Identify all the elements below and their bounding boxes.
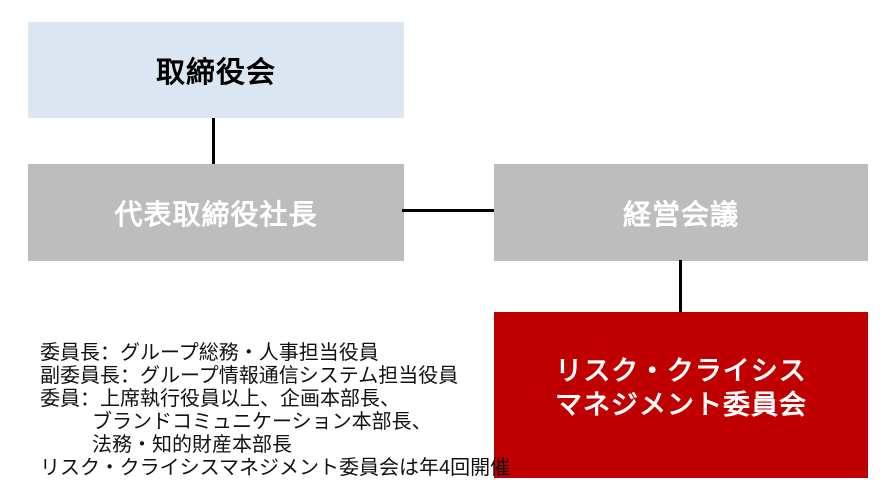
node-management-meeting: 経営会議 <box>494 164 868 261</box>
node-risk-crisis-management-committee-label-line1: リスク・クライシス <box>555 356 807 386</box>
committee-notes: 委員長：グループ総務・人事担当役員 副委員長：グループ情報通信システム担当役員 … <box>40 342 511 480</box>
node-representative-director-president: 代表取締役社長 <box>28 164 404 261</box>
note-vice-chairperson: 副委員長：グループ情報通信システム担当役員 <box>40 365 459 387</box>
node-board-of-directors: 取締役会 <box>28 22 404 118</box>
node-board-of-directors-label: 取締役会 <box>155 57 276 89</box>
note-members-continued-1: ブランドコミュニケーション本部長、 <box>92 411 432 433</box>
connector-president-to-management-meeting <box>402 209 495 212</box>
note-chairperson: 委員長：グループ総務・人事担当役員 <box>40 342 379 364</box>
connector-management-meeting-to-risk-committee <box>679 260 682 312</box>
node-representative-director-president-label: 代表取締役社長 <box>114 198 318 230</box>
connector-board-to-president <box>212 118 215 165</box>
note-meeting-frequency: リスク・クライシスマネジメント委員会は年4回開催 <box>40 457 511 479</box>
node-management-meeting-label: 経営会議 <box>622 198 739 230</box>
note-members-continued-2: 法務・知的財産本部長 <box>92 434 292 456</box>
note-members: 委員：上席執行役員以上、企画本部長、 <box>40 388 400 410</box>
node-risk-crisis-management-committee: リスク・クライシス マネジメント委員会 <box>494 312 868 478</box>
node-risk-crisis-management-committee-label-line2: マネジメント委員会 <box>555 390 807 420</box>
